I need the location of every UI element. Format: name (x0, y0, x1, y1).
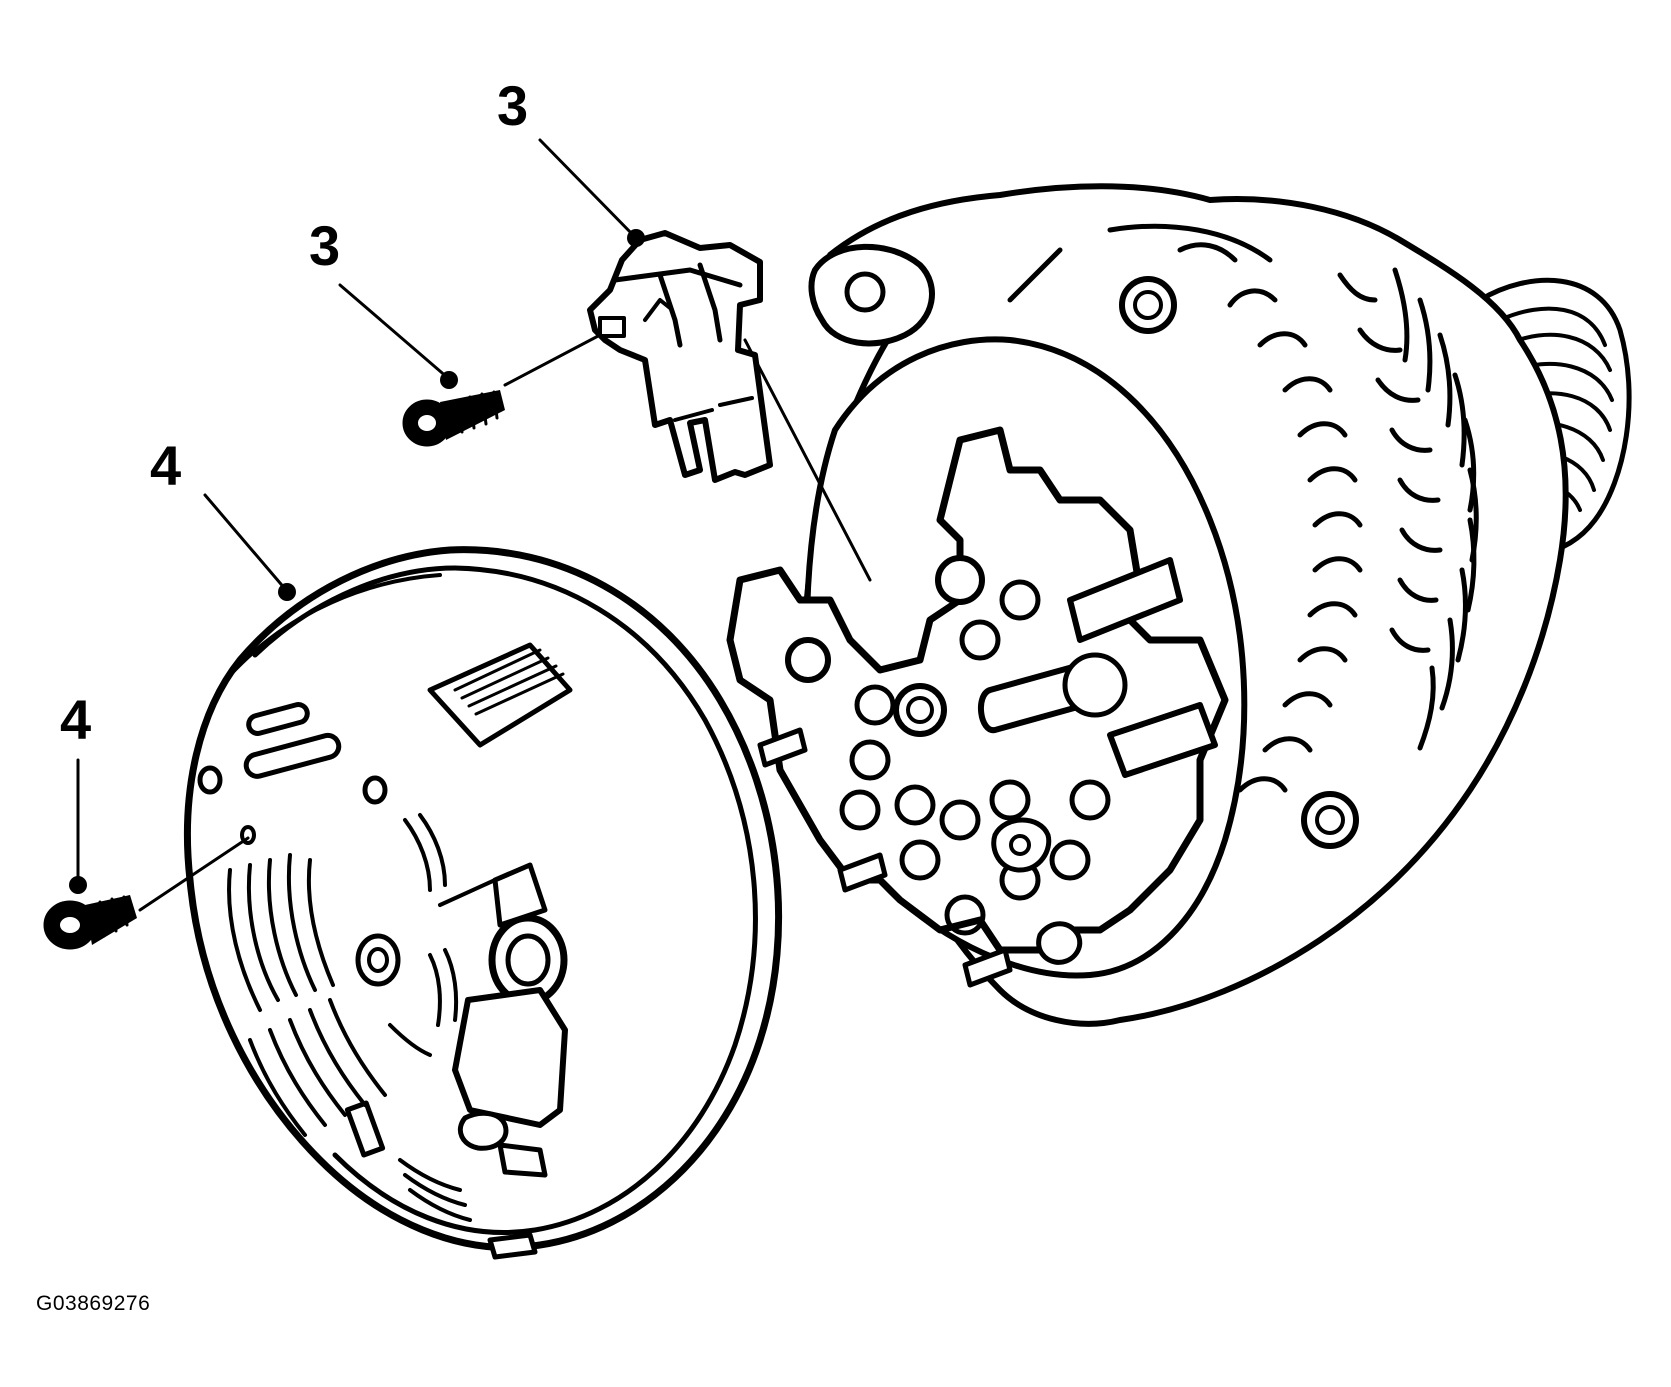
voltage-regulator (587, 230, 773, 483)
alternator-body (726, 183, 1632, 1027)
callout-label-4-screw: 4 (60, 688, 92, 751)
callout-label-4-cover: 4 (150, 434, 182, 497)
callout-label-3-regulator: 3 (497, 74, 529, 137)
housing-bolt-bottom (1301, 791, 1359, 849)
alignment-lines (138, 333, 872, 912)
leader-dots (69, 229, 645, 894)
cover-screw (43, 895, 137, 950)
rectifier-plate (726, 426, 1229, 988)
figure-id: G03869276 (36, 1292, 151, 1315)
housing-bolt-top (1119, 276, 1177, 334)
regulator-screw (402, 390, 505, 447)
housing-fins (1007, 223, 1479, 793)
callout-label-3-screw: 3 (309, 214, 341, 277)
leader-lines (76, 138, 637, 882)
rear-cover (183, 546, 783, 1260)
